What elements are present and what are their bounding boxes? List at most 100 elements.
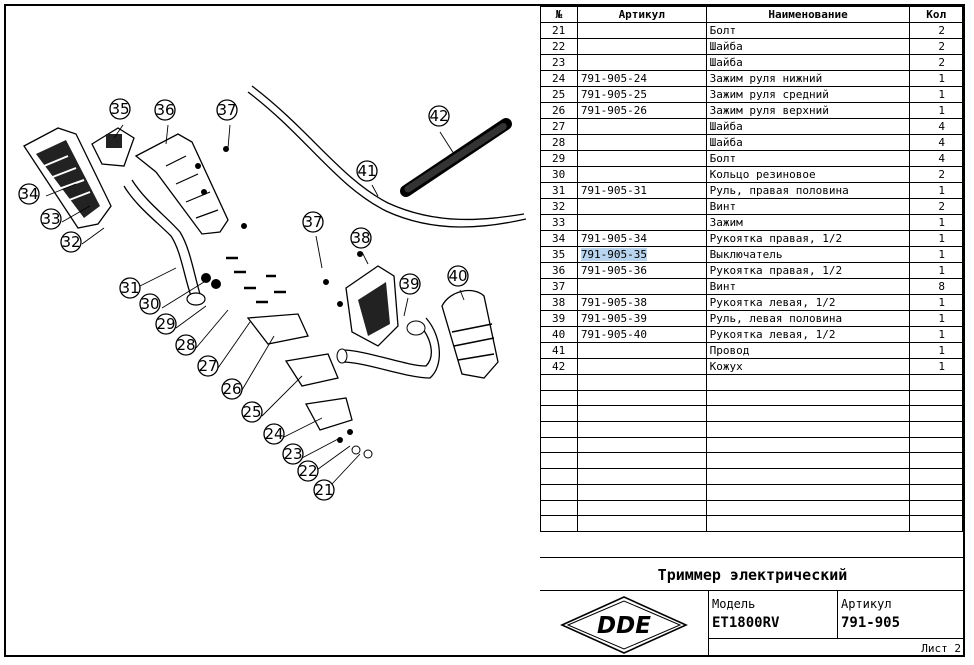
- row-name-text: Болт: [709, 152, 737, 165]
- row-name-text: Провод: [709, 344, 750, 357]
- row-article: 791-905-24: [576, 70, 707, 87]
- row-num: 28: [540, 134, 578, 151]
- row-name-text: Руль, правая половина: [709, 184, 849, 197]
- row-name: Зажим: [705, 214, 911, 231]
- svg-text:42: 42: [429, 107, 448, 125]
- empty-cell: [705, 468, 911, 485]
- svg-text:39: 39: [400, 275, 419, 293]
- svg-text:34: 34: [19, 185, 38, 203]
- row-article-text: 791-905-39: [580, 312, 648, 325]
- row-num-text: 30: [552, 168, 566, 181]
- row-qty: 4: [909, 150, 963, 167]
- row-name-text: Кольцо резиновое: [709, 168, 816, 181]
- empty-cell: [540, 468, 578, 485]
- empty-cell: [576, 483, 707, 501]
- right-grip-half-shape: [134, 133, 247, 235]
- article-label: Артикул: [841, 597, 892, 611]
- row-num: 39: [540, 310, 578, 327]
- table-row-empty: [540, 499, 963, 517]
- callout-30: 30: [139, 293, 161, 315]
- row-article: 791-905-38: [576, 294, 707, 311]
- empty-cell: [540, 515, 578, 532]
- empty-cell: [909, 374, 963, 391]
- empty-cell: [576, 515, 707, 532]
- empty-cell: [909, 483, 963, 501]
- row-num: 32: [540, 198, 578, 215]
- row-qty: 2: [909, 38, 963, 55]
- row-num: 25: [540, 86, 578, 103]
- row-num-text: 26: [552, 104, 566, 117]
- callout-29: 29: [155, 313, 177, 335]
- row-num-text: 35: [552, 248, 566, 261]
- row-article: 791-905-35: [576, 246, 707, 263]
- row-num-text: 33: [552, 216, 566, 229]
- empty-cell: [909, 515, 963, 532]
- row-name-text: Кожух: [709, 360, 743, 373]
- row-article-text: 791-905-35: [580, 248, 648, 261]
- row-num: 27: [540, 118, 578, 135]
- row-qty: 1: [909, 342, 963, 359]
- svg-text:32: 32: [61, 233, 80, 251]
- cable-shape-edge: [251, 85, 525, 221]
- row-qty-text: 1: [938, 296, 946, 309]
- row-name: Шайба: [705, 54, 911, 71]
- table-header-row: № Артикул Наименование Кол: [540, 6, 963, 23]
- empty-cell: [540, 405, 578, 423]
- empty-cell: [705, 452, 911, 470]
- row-article: [576, 118, 707, 135]
- header-qty: Кол: [909, 6, 963, 23]
- row-qty-text: 8: [938, 280, 946, 293]
- row-qty: 1: [909, 182, 963, 199]
- sheet-number: Лист 2: [921, 642, 961, 655]
- svg-text:41: 41: [357, 162, 376, 180]
- callout-37-top: 37: [216, 99, 238, 121]
- row-article: [576, 150, 707, 167]
- row-name: Кольцо резиновое: [705, 166, 911, 183]
- table-row-empty: [540, 421, 963, 438]
- row-article: 791-905-26: [576, 102, 707, 119]
- row-name: Рукоятка левая, 1/2: [705, 326, 911, 343]
- svg-text:28: 28: [176, 336, 195, 354]
- exploded-view-drawing: 21 22 23 24 25 26 27 28 29 30 31 32 33 3…: [6, 6, 541, 655]
- model-value: ET1800RV: [712, 615, 780, 631]
- row-name-text: Руль, левая половина: [709, 312, 843, 325]
- empty-cell: [705, 499, 911, 517]
- empty-cell: [705, 389, 911, 407]
- row-name: Выключатель: [705, 246, 911, 263]
- callout-39: 39: [399, 273, 421, 295]
- dde-logo: DDE: [560, 596, 688, 654]
- row-name-text: Зажим руля нижний: [709, 72, 823, 85]
- row-num: 34: [540, 230, 578, 247]
- row-article: 791-905-34: [576, 230, 707, 247]
- row-num-text: 40: [552, 328, 566, 341]
- article-cell: Артикул 791-905: [838, 591, 965, 639]
- row-article: [576, 38, 707, 55]
- empty-cell: [705, 515, 911, 532]
- callout-31: 31: [119, 277, 141, 299]
- exploded-view-svg: 21 22 23 24 25 26 27 28 29 30 31 32 33 3…: [18, 85, 527, 501]
- row-qty-text: 4: [938, 136, 946, 149]
